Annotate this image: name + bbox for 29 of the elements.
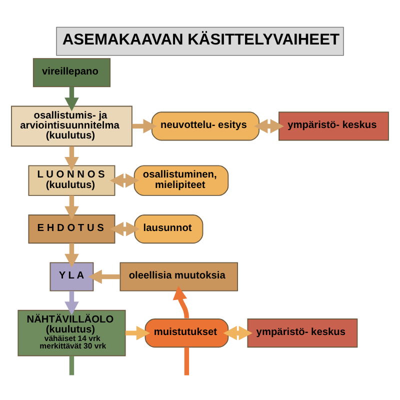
arrow: [64, 146, 79, 171]
node-box: L U O N N O S (kuulutus): [28, 165, 116, 196]
node-box: E H D O T U S: [28, 214, 116, 244]
arrow: [223, 326, 252, 340]
node-box: lausunnot: [134, 214, 204, 244]
arrow: [64, 291, 79, 316]
connector: [69, 356, 74, 376]
node-box: ympäristö- keskus: [247, 318, 358, 348]
node-box: osallistumis- ja arviointisuunnitelma (kuulutus): [11, 106, 132, 147]
arrow: [172, 286, 190, 318]
arrow: [110, 222, 140, 236]
arrow: [125, 326, 150, 340]
arrow: [64, 195, 79, 220]
diagram-title: ASEMAKAAVAN KÄSITTELYVAIHEET: [62, 31, 340, 48]
arrow: [64, 243, 79, 268]
arrow: [254, 119, 284, 134]
node-box: NÄHTÄVILLÄOLO (kuulutus) vähäiset 14 vrk merkittävät 30 vrk: [18, 310, 126, 356]
node-box: vireillepano: [32, 58, 111, 88]
arrow: [64, 86, 79, 112]
node-box: Y L A: [50, 262, 94, 292]
arrow: [110, 173, 140, 188]
node-box: ympäristö- keskus: [278, 112, 389, 141]
connector: [184, 347, 190, 376]
node-box: muistutukset: [144, 318, 229, 348]
node-box: osallistuminen, mielipiteet: [134, 165, 229, 196]
node-box: oleellisia muutoksia: [120, 262, 238, 292]
arrow: [132, 119, 157, 134]
arrow: [88, 270, 120, 284]
node-box: neuvottelu- esitys: [151, 112, 260, 141]
